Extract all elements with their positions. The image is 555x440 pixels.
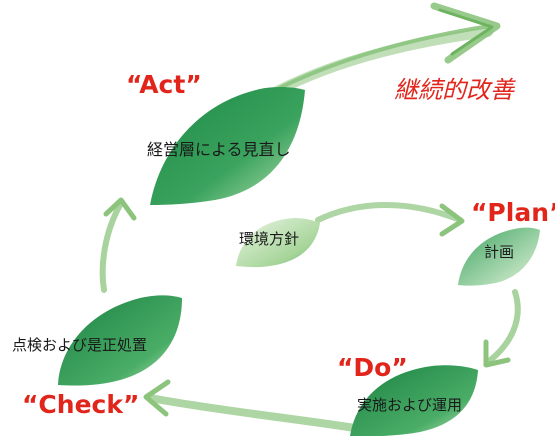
check-phase-label: “Check” [22,390,140,419]
policy-to-plan-arrow [315,202,465,237]
do-to-check-arrow [143,379,359,432]
policy-leaf [236,218,320,268]
continual-improvement-label: 継続的改善 [394,76,514,104]
policy-label: 環境方針 [239,230,300,248]
do-phase-label: “Do” [337,353,408,382]
do-leaf [350,365,478,437]
plan-to-do-arrow [483,289,521,368]
act-leaf [150,86,305,205]
check-description: 点検および是正処置 [12,336,148,354]
act-description: 経営層による見直し [147,140,291,159]
act-phase-label: “Act” [126,70,202,99]
plan-phase-label: “Plan” [471,198,555,227]
check-to-act-arrow [99,197,137,293]
do-description: 実施および運用 [357,396,463,414]
plan-description: 計画 [484,243,515,261]
check-leaf [58,295,182,386]
plan-leaf [458,227,540,286]
